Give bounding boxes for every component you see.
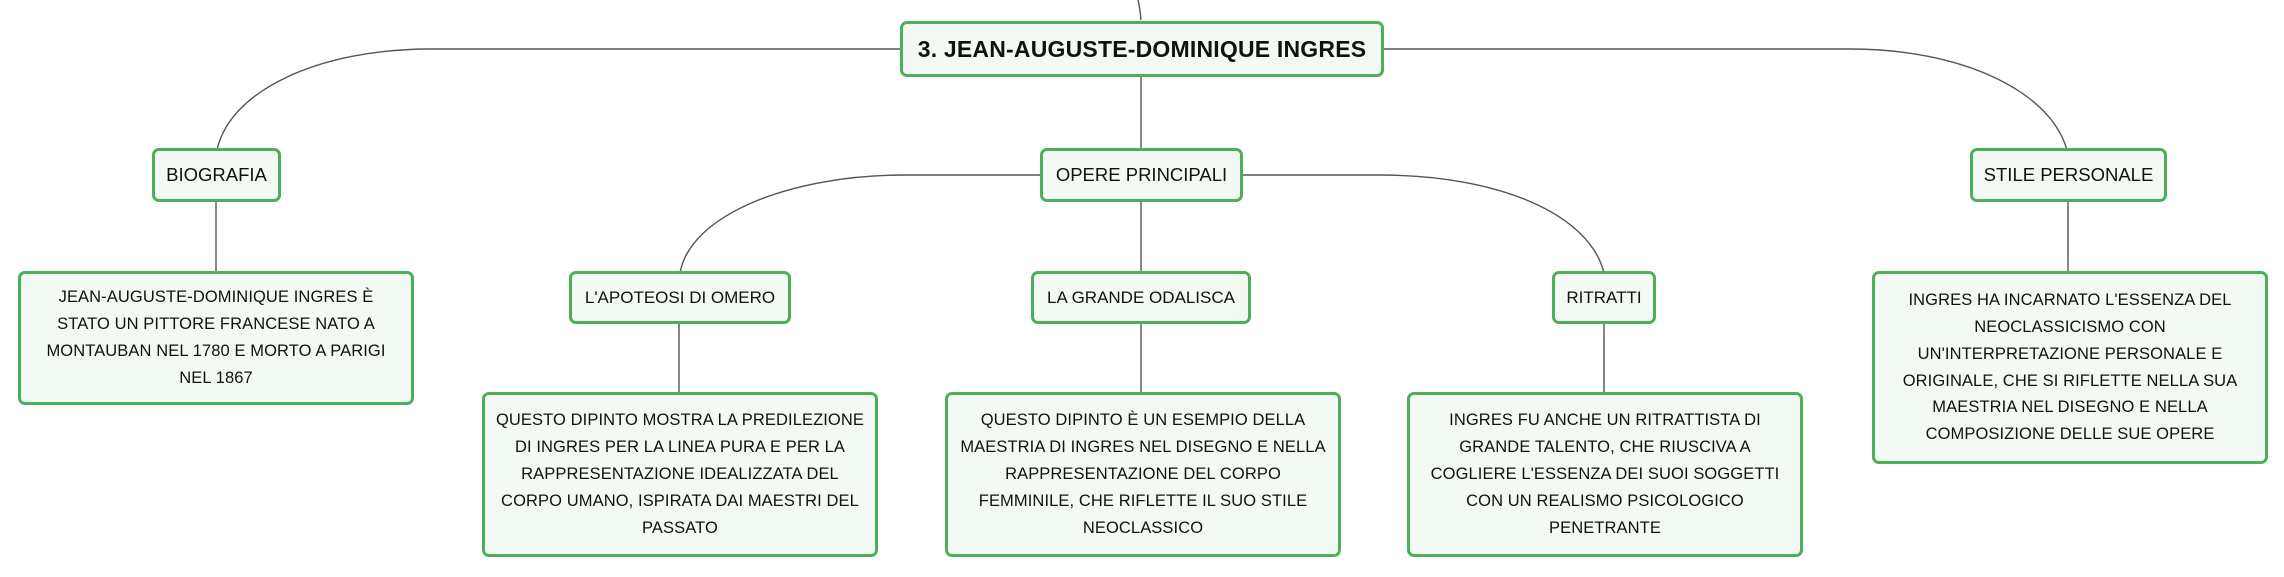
note-apoteosi-text: QUESTO DIPINTO MOSTRA LA PREDILEZIONE DI… xyxy=(495,411,864,537)
branch-biografia-label: BIOGRAFIA xyxy=(166,164,267,185)
note-ritratti-text: INGRES FU ANCHE UN RITRATTISTA DI GRANDE… xyxy=(1430,411,1780,537)
note-odalisca[interactable]: QUESTO DIPINTO È UN ESEMPIO DELLA MAESTR… xyxy=(945,392,1341,557)
topic-apoteosi[interactable]: L'APOTEOSI DI OMERO xyxy=(569,271,791,324)
topic-grande-odalisca[interactable]: LA GRANDE ODALISCA xyxy=(1031,271,1251,324)
note-biografia[interactable]: JEAN-AUGUSTE-DOMINIQUE INGRES È STATO UN… xyxy=(18,271,414,405)
root-node[interactable]: 3. JEAN-AUGUSTE-DOMINIQUE INGRES xyxy=(900,21,1384,77)
connector-opere-apoteosi xyxy=(679,174,1042,274)
branch-stile-personale[interactable]: STILE PERSONALE xyxy=(1970,148,2167,202)
connector-top-stub xyxy=(1137,0,1142,21)
note-biografia-text: JEAN-AUGUSTE-DOMINIQUE INGRES È STATO UN… xyxy=(46,288,386,387)
topic-odalisca-label: LA GRANDE ODALISCA xyxy=(1046,287,1235,307)
note-odalisca-text: QUESTO DIPINTO È UN ESEMPIO DELLA MAESTR… xyxy=(960,411,1326,537)
note-stile[interactable]: INGRES HA INCARNATO L'ESSENZA DEL NEOCLA… xyxy=(1872,271,2268,464)
branch-opere-label: OPERE PRINCIPALI xyxy=(1055,164,1228,185)
note-ritratti[interactable]: INGRES FU ANCHE UN RITRATTISTA DI GRANDE… xyxy=(1407,392,1803,557)
topic-ritratti[interactable]: RITRATTI xyxy=(1552,271,1656,324)
note-stile-text: INGRES HA INCARNATO L'ESSENZA DEL NEOCLA… xyxy=(1902,290,2238,444)
note-apoteosi[interactable]: QUESTO DIPINTO MOSTRA LA PREDILEZIONE DI… xyxy=(482,392,878,557)
branch-biografia[interactable]: BIOGRAFIA xyxy=(152,148,281,202)
connector-root-stile xyxy=(1383,48,2068,151)
connector-opere-ritratti xyxy=(1240,174,1605,274)
root-label: 3. JEAN-AUGUSTE-DOMINIQUE INGRES xyxy=(917,35,1367,62)
topic-ritratti-label: RITRATTI xyxy=(1566,287,1642,307)
topic-apoteosi-label: L'APOTEOSI DI OMERO xyxy=(584,287,776,307)
branch-stile-label: STILE PERSONALE xyxy=(1983,164,2154,185)
branch-opere-principali[interactable]: OPERE PRINCIPALI xyxy=(1040,148,1243,202)
connector-root-biografia xyxy=(216,48,902,151)
